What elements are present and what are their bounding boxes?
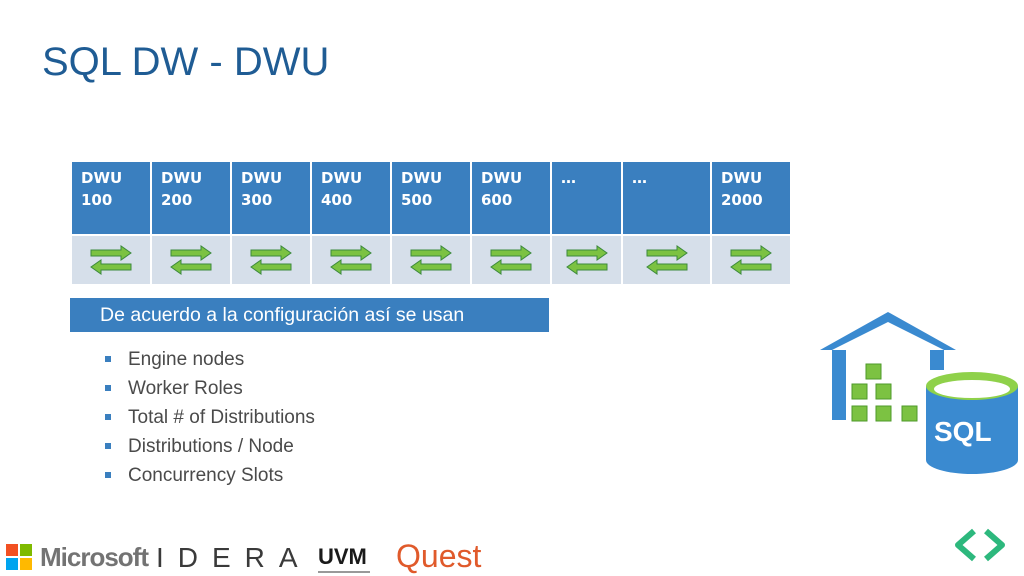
bidirectional-arrows-icon — [646, 245, 687, 275]
dwu-header-line1: DWU — [321, 169, 363, 187]
dwu-header-line1: DWU — [161, 169, 203, 187]
bullet-marker — [105, 472, 111, 478]
configuration-caption: De acuerdo a la configuración así se usa… — [70, 298, 549, 332]
list-item-text: Concurrency Slots — [128, 465, 284, 486]
list-item: Worker Roles — [105, 374, 315, 403]
bidirectional-arrows-icon — [490, 245, 532, 275]
bidirectional-arrows-icon — [410, 245, 452, 275]
list-item: Distributions / Node — [105, 432, 315, 461]
dwu-header-line2: 300 — [241, 191, 273, 209]
dwu-header-cell: DWU 100 — [70, 160, 152, 236]
bidirectional-arrows-icon — [566, 245, 607, 275]
dwu-header-line1: … — [561, 169, 576, 187]
dwu-header-cell: DWU 300 — [230, 160, 312, 236]
dwu-header-line1: … — [632, 169, 647, 187]
slide-title: SQL DW - DWU — [42, 40, 330, 84]
dwu-header-line1: DWU — [81, 169, 123, 187]
dwu-header-cell: DWU 500 — [390, 160, 472, 236]
dwu-arrow-cell — [710, 234, 792, 286]
idera-logo-text: IDERA — [156, 542, 312, 573]
dwu-arrow-cell — [550, 234, 623, 286]
microsoft-logo-icon — [6, 544, 32, 570]
dwu-header-cell: DWU 600 — [470, 160, 552, 236]
sponsor-logos: Microsoft IDERA UVM Quest — [0, 536, 520, 576]
dwu-header-line1: DWU — [241, 169, 283, 187]
dwu-header-cell: … — [621, 160, 712, 236]
bidirectional-arrows-icon — [330, 245, 372, 275]
uvm-logo-text: UVM — [318, 544, 367, 569]
bidirectional-arrows-icon — [250, 245, 292, 275]
dwu-header-line2: 600 — [481, 191, 513, 209]
dwu-header-cell: DWU 200 — [150, 160, 232, 236]
dwu-arrow-cell — [150, 234, 232, 286]
list-item: Total # of Distributions — [105, 403, 315, 432]
dwu-arrow-cell — [470, 234, 552, 286]
list-item-text: Distributions / Node — [128, 436, 294, 457]
bullet-marker — [105, 443, 111, 449]
dwu-arrow-row — [70, 234, 792, 286]
microsoft-logo-text: Microsoft — [40, 542, 149, 572]
dwu-header-line2: 200 — [161, 191, 193, 209]
dwu-header-cell: DWU 2000 — [710, 160, 792, 236]
list-item-text: Worker Roles — [128, 378, 243, 399]
dwu-header-line1: DWU — [401, 169, 443, 187]
dwu-header-line1: DWU — [481, 169, 523, 187]
sql-icon-label: SQL — [934, 416, 992, 447]
list-item-text: Total # of Distributions — [128, 407, 315, 428]
bidirectional-arrows-icon — [170, 245, 212, 275]
bidirectional-arrows-icon — [90, 245, 132, 275]
quest-logo-text: Quest — [396, 538, 482, 574]
list-item: Engine nodes — [105, 345, 315, 374]
dwu-arrow-cell — [230, 234, 312, 286]
bullet-marker — [105, 414, 111, 420]
dwu-header-line2: 400 — [321, 191, 353, 209]
list-item: Concurrency Slots — [105, 461, 315, 490]
prev-next-chevrons-icon[interactable] — [950, 525, 1010, 565]
list-item-text: Engine nodes — [128, 349, 245, 370]
bullet-marker — [105, 385, 111, 391]
dwu-header-cell: DWU 400 — [310, 160, 392, 236]
dwu-arrow-cell — [621, 234, 712, 286]
feature-list: Engine nodes Worker Roles Total # of Dis… — [105, 345, 315, 490]
bidirectional-arrows-icon — [730, 245, 772, 275]
bullet-marker — [105, 356, 111, 362]
uvm-underline — [318, 571, 370, 573]
dwu-header-line2: 100 — [81, 191, 113, 209]
dwu-header-line2: 2000 — [721, 191, 763, 209]
dwu-table: DWU 100 DWU 200 DWU 300 DWU 400 DWU 500 DWU 60… — [70, 160, 792, 286]
dwu-header-line2: 500 — [401, 191, 433, 209]
dwu-arrow-cell — [390, 234, 472, 286]
dwu-header-cell: … — [550, 160, 623, 236]
sql-data-warehouse-icon: SQL — [820, 312, 1018, 474]
dwu-header-line1: DWU — [721, 169, 763, 187]
dwu-arrow-cell — [310, 234, 392, 286]
dwu-header-row: DWU 100 DWU 200 DWU 300 DWU 400 DWU 500 DWU 60… — [70, 160, 792, 236]
dwu-arrow-cell — [70, 234, 152, 286]
